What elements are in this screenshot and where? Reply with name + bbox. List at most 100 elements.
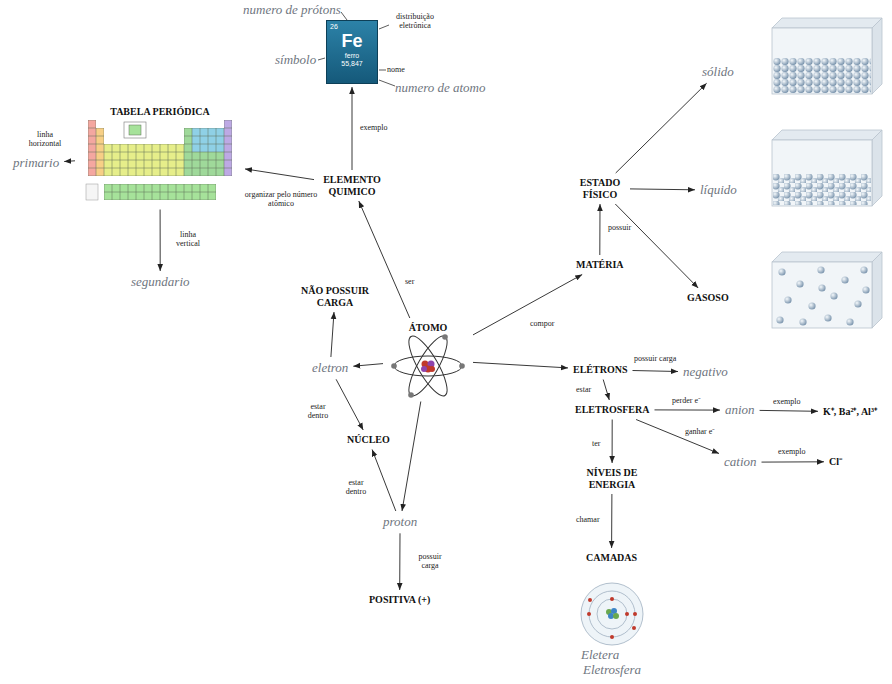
connector xyxy=(762,461,825,462)
concept: POSITIVA (+) xyxy=(367,593,432,607)
connector-label: perder e⁻ xyxy=(671,397,702,406)
connector xyxy=(655,409,721,410)
concept-text: ELÉTRONS xyxy=(573,364,627,376)
connector-label: estar dentro xyxy=(302,403,334,421)
concept-text: ELETROSFERA xyxy=(575,404,649,416)
connector xyxy=(372,450,396,512)
concept: NÃO POSSUIR CARGA xyxy=(295,284,375,309)
concept-text: proton xyxy=(383,515,417,529)
handwritten-concept: eletron xyxy=(310,360,350,376)
connector xyxy=(399,533,400,590)
tile-text: 55,847 xyxy=(330,60,374,68)
concept-text: eletron xyxy=(312,361,348,375)
connector-label: chamar xyxy=(575,516,601,525)
connector xyxy=(760,410,818,412)
concept: CAMADAS xyxy=(584,551,639,565)
handwritten-note: Eletera xyxy=(579,647,621,663)
connector xyxy=(64,160,75,162)
electron-shells-picture xyxy=(581,583,643,645)
connector-label: ser xyxy=(404,278,415,287)
fe-leader-lines xyxy=(318,12,395,86)
connector xyxy=(611,494,612,548)
concept-text: anion xyxy=(725,403,755,417)
atom-concept: ÁTOMO xyxy=(386,321,470,399)
tile-text: 26 xyxy=(330,23,374,31)
periodic-table: TABELA PERIÓDICA xyxy=(78,105,242,207)
handwritten-note: numero de prótons xyxy=(241,2,343,18)
connector xyxy=(473,362,568,368)
handwritten-concept: proton xyxy=(381,514,419,530)
connector xyxy=(331,312,334,357)
ion-example: K⁺, Ba²⁺, Al³⁺ xyxy=(821,405,879,419)
concept-text: primario xyxy=(13,156,59,170)
concept: ESTADO FÍSICO xyxy=(573,176,627,201)
concept-text: POSITIVA (+) xyxy=(369,594,430,606)
connector xyxy=(402,402,421,512)
connector-label: compor xyxy=(529,320,555,329)
concept: ELEMENTO QUIMICO xyxy=(317,173,387,198)
concept-text: NÃO POSSUIR CARGA xyxy=(297,285,373,308)
liquid-box xyxy=(772,130,882,206)
connector xyxy=(615,204,698,288)
connector xyxy=(599,204,600,255)
connector xyxy=(633,371,679,372)
handwritten-concept: segundario xyxy=(129,274,192,290)
connector xyxy=(612,420,613,464)
concept: NÍVEIS DE ENERGIA xyxy=(581,466,643,491)
concept-text: CAMADAS xyxy=(586,552,637,564)
connector xyxy=(245,169,314,180)
handwritten-concept: negativo xyxy=(681,364,730,380)
concept-text: negativo xyxy=(683,365,728,379)
concept-text: ESTADO FÍSICO xyxy=(575,177,625,200)
connector xyxy=(336,379,363,430)
concept-text: ÁTOMO xyxy=(388,322,468,334)
concept: MATÉRIA xyxy=(574,258,626,272)
connector-label: exemplo xyxy=(772,398,802,407)
concept: NÚCLEO xyxy=(345,433,392,447)
solid-box xyxy=(772,18,882,94)
connector-label: linha vertical xyxy=(167,231,209,249)
element-tile: 26Feferro55,847 xyxy=(326,20,378,84)
concept-text: segundario xyxy=(131,275,190,289)
tile-text: ferro xyxy=(330,52,374,60)
concept-text: NÍVEIS DE ENERGIA xyxy=(583,467,641,490)
handwritten-concept: cation xyxy=(722,454,759,470)
concept-text: K⁺, Ba²⁺, Al³⁺ xyxy=(823,406,877,418)
concept-text: GASOSO xyxy=(687,292,729,304)
tile-text: Fe xyxy=(330,31,374,52)
concept: ELETROSFERA xyxy=(573,403,651,417)
handwritten-note: símbolo xyxy=(273,52,318,68)
connector-label: possuir xyxy=(607,224,632,233)
handwritten-concept: primario xyxy=(11,155,61,171)
tile-part-label: distribuição eletrônica xyxy=(390,12,440,32)
handwritten-concept: sólido xyxy=(700,64,736,80)
connector xyxy=(636,420,719,454)
concept-text: TABELA PERIÓDICA xyxy=(80,106,240,118)
tile-part-label: nome xyxy=(385,65,407,76)
concept-text: líquido xyxy=(700,183,737,197)
connector-label: estar xyxy=(575,386,592,395)
periodic-table-picture xyxy=(80,118,240,206)
connector-label: exemplo xyxy=(777,448,807,457)
connector-label: exemplo xyxy=(359,124,389,133)
handwritten-concept: anion xyxy=(723,402,757,418)
connector-label: estar dentro xyxy=(340,479,372,497)
concept-text: MATÉRIA xyxy=(576,259,624,271)
gas-box xyxy=(772,252,882,328)
handwritten-note: numero de atomo xyxy=(393,80,488,96)
concept: ELÉTRONS xyxy=(571,363,629,377)
concept-text: NÚCLEO xyxy=(347,434,390,446)
ion-example: Cl⁻ xyxy=(827,455,844,469)
connector xyxy=(160,210,161,272)
connector xyxy=(603,380,609,401)
connector xyxy=(352,87,353,170)
concept-text: Cl⁻ xyxy=(829,456,842,468)
connector xyxy=(630,188,695,190)
connector xyxy=(359,201,410,318)
atom-picture xyxy=(388,334,468,398)
connector-label: possuir carga xyxy=(412,553,448,571)
connector-label: organizar pelo número atômico xyxy=(241,191,321,209)
